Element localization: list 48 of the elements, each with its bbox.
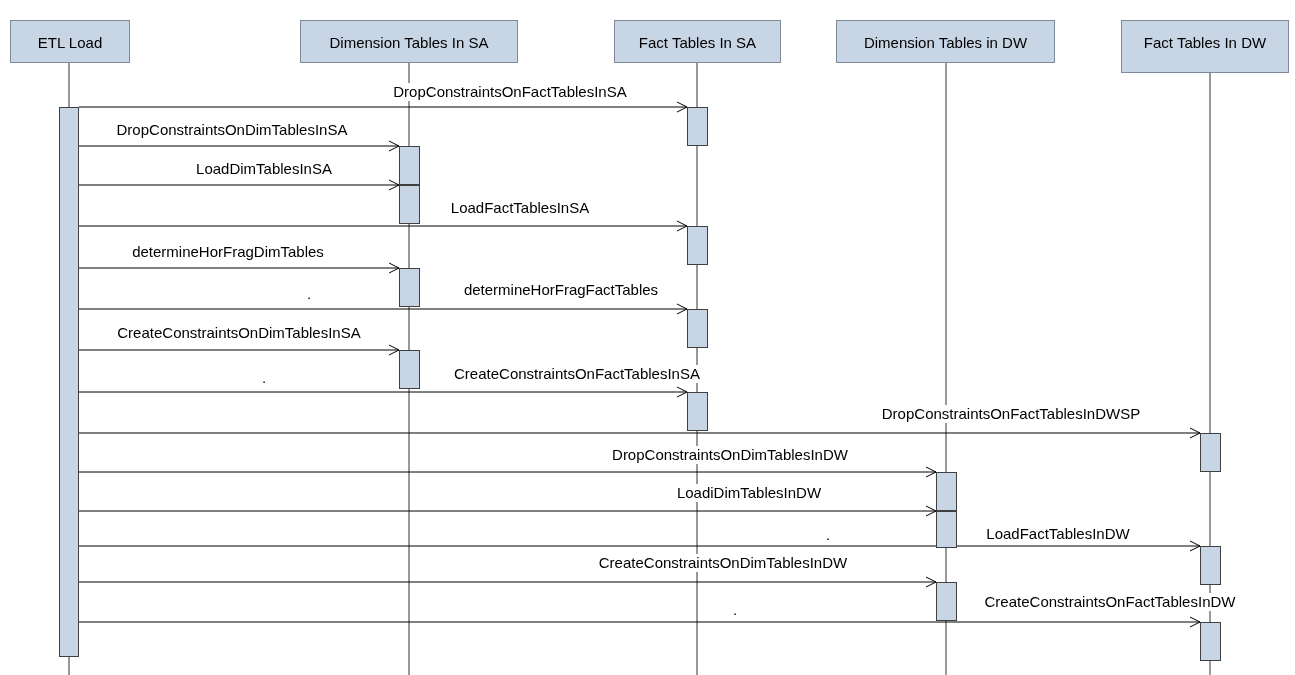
dot-mark: . bbox=[262, 369, 267, 387]
activation-bar bbox=[687, 107, 708, 146]
message-arrow bbox=[78, 386, 688, 398]
message-arrow bbox=[78, 576, 937, 588]
message-arrow bbox=[78, 540, 1201, 552]
lifeline-header: Dimension Tables In SA bbox=[300, 20, 518, 63]
activation-bar bbox=[399, 350, 420, 389]
edge-label: DropConstraintsOnFactTablesInDWSP bbox=[880, 405, 1142, 423]
edge-label: LoadiDimTablesInDW bbox=[675, 484, 823, 502]
message-arrow bbox=[78, 505, 937, 517]
message-arrow bbox=[78, 140, 400, 152]
message-arrow bbox=[78, 466, 937, 478]
activation-bar bbox=[1200, 433, 1221, 472]
activation-bar bbox=[687, 226, 708, 265]
lifeline-header: Dimension Tables in DW bbox=[836, 20, 1055, 63]
message-arrow bbox=[78, 220, 688, 232]
lifeline-header: ETL Load bbox=[10, 20, 130, 63]
lifeline-header: Fact Tables In SA bbox=[614, 20, 781, 63]
edge-label: CreateConstraintsOnDimTablesInDW bbox=[597, 554, 849, 572]
edge-label: CreateConstraintsOnFactTablesInDW bbox=[983, 593, 1237, 611]
activation-bar bbox=[1200, 622, 1221, 661]
edge-label: DropConstraintsOnDimTablesInSA bbox=[115, 121, 349, 139]
message-arrow bbox=[78, 427, 1201, 439]
edge-label: determineHorFragFactTables bbox=[462, 281, 660, 299]
dot-mark: . bbox=[307, 285, 312, 303]
dot-mark: . bbox=[826, 526, 831, 544]
message-arrow bbox=[78, 262, 400, 274]
message-arrow bbox=[78, 303, 688, 315]
activation-bar bbox=[1200, 546, 1221, 585]
edge-label: DropConstraintsOnFactTablesInSA bbox=[392, 83, 628, 101]
activation-bar bbox=[59, 107, 79, 657]
message-arrow bbox=[78, 179, 400, 191]
activation-bar bbox=[936, 472, 957, 511]
edge-label: DropConstraintsOnDimTablesInDW bbox=[611, 446, 849, 464]
message-arrow bbox=[78, 101, 688, 113]
dot-mark: . bbox=[733, 601, 738, 619]
activation-bar bbox=[936, 511, 957, 548]
lifeline-header: Fact Tables In DW bbox=[1121, 20, 1289, 73]
edge-label: determineHorFragDimTables bbox=[131, 243, 325, 261]
activation-bar bbox=[399, 268, 420, 307]
message-arrow bbox=[78, 344, 400, 356]
message-arrow bbox=[78, 616, 1201, 628]
activation-bar bbox=[936, 582, 957, 621]
activation-bar bbox=[399, 146, 420, 185]
edge-label: CreateConstraintsOnFactTablesInSA bbox=[453, 365, 701, 383]
activation-bar bbox=[399, 185, 420, 224]
activation-bar bbox=[687, 309, 708, 348]
activation-bar bbox=[687, 392, 708, 431]
